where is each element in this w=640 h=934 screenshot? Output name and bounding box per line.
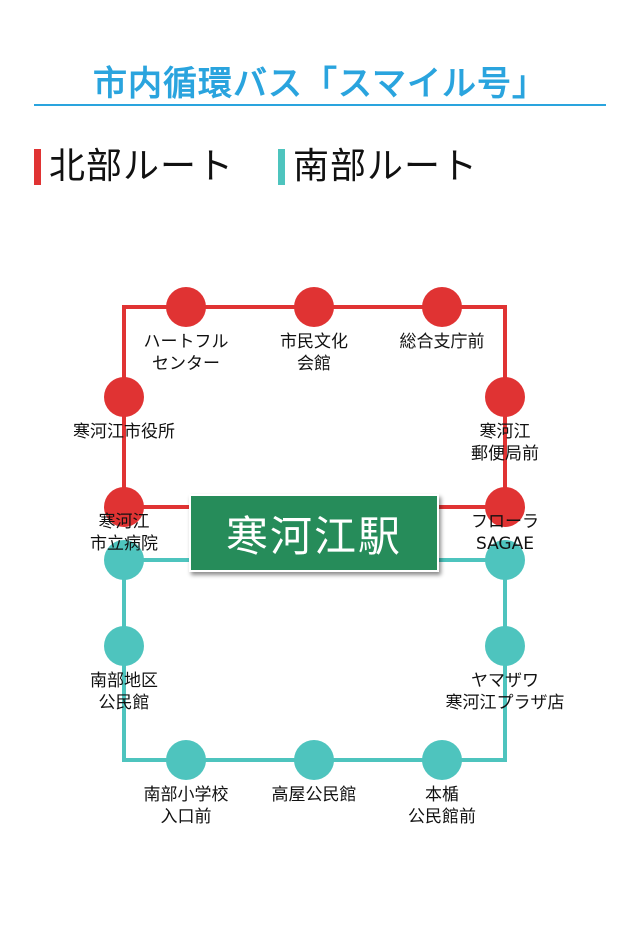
stop-label-yamazawa: ヤマザワ 寒河江プラザ店: [445, 671, 565, 713]
station-box: 寒河江駅: [189, 494, 439, 572]
legend-north-route: 北部ルート: [34, 148, 234, 186]
title-underline: [34, 104, 606, 106]
stop-marker-nanbu-shogakko: [166, 740, 206, 780]
stop-marker-heartful-center: [166, 287, 206, 327]
south-route-label: 南部ルート: [293, 146, 479, 187]
station-label: 寒河江駅: [225, 511, 402, 561]
stop-label-takaya-kominkan: 高屋公民館: [271, 785, 357, 805]
stop-label-flora-sagae: フローラ SAGAE: [471, 512, 539, 554]
stop-label-nanbu-kominkan: 南部地区 公民館: [90, 671, 158, 713]
stop-label-heartful-center: ハートフル センター: [143, 332, 229, 374]
stop-label-motodate: 本楯 公民館前: [408, 785, 476, 827]
stop-marker-takaya-kominkan: [294, 740, 334, 780]
stop-label-nanbu-shogakko: 南部小学校 入口前: [143, 785, 229, 827]
stop-label-sogo-shichomae: 総合支庁前: [399, 332, 485, 352]
stop-marker-flora-sagae: [485, 487, 525, 527]
north-route-swatch: [34, 149, 41, 185]
stop-marker-shiyakusho: [104, 377, 144, 417]
page-title: 市内循環バス「スマイル号」: [93, 64, 547, 104]
stop-marker-yamazawa: [485, 626, 525, 666]
stop-marker-nanbu-kominkan: [104, 626, 144, 666]
stop-label-yubinkyokumae: 寒河江 郵便局前: [471, 422, 539, 464]
north-route-label: 北部ルート: [49, 146, 235, 187]
stop-label-shiyakusho: 寒河江市役所: [73, 422, 175, 442]
stop-marker-motodate: [422, 740, 462, 780]
south-route-swatch: [278, 149, 285, 185]
stop-marker-sogo-shichomae: [422, 287, 462, 327]
legend-south-route: 南部ルート: [278, 148, 478, 186]
stop-label-shiritsu-byoin: 寒河江 市立病院: [90, 512, 158, 554]
stop-marker-shiritsu-byoin: [104, 487, 144, 527]
stop-marker-flora-sagae-south: [485, 540, 525, 580]
stop-label-shimin-bunka-kaikan: 市民文化 会館: [280, 332, 348, 374]
south-route-line: [122, 558, 507, 762]
stop-marker-shimin-bunka-kaikan: [294, 287, 334, 327]
stop-marker-yubinkyokumae: [485, 377, 525, 417]
stop-marker-shiritsu-byoin-south: [104, 540, 144, 580]
